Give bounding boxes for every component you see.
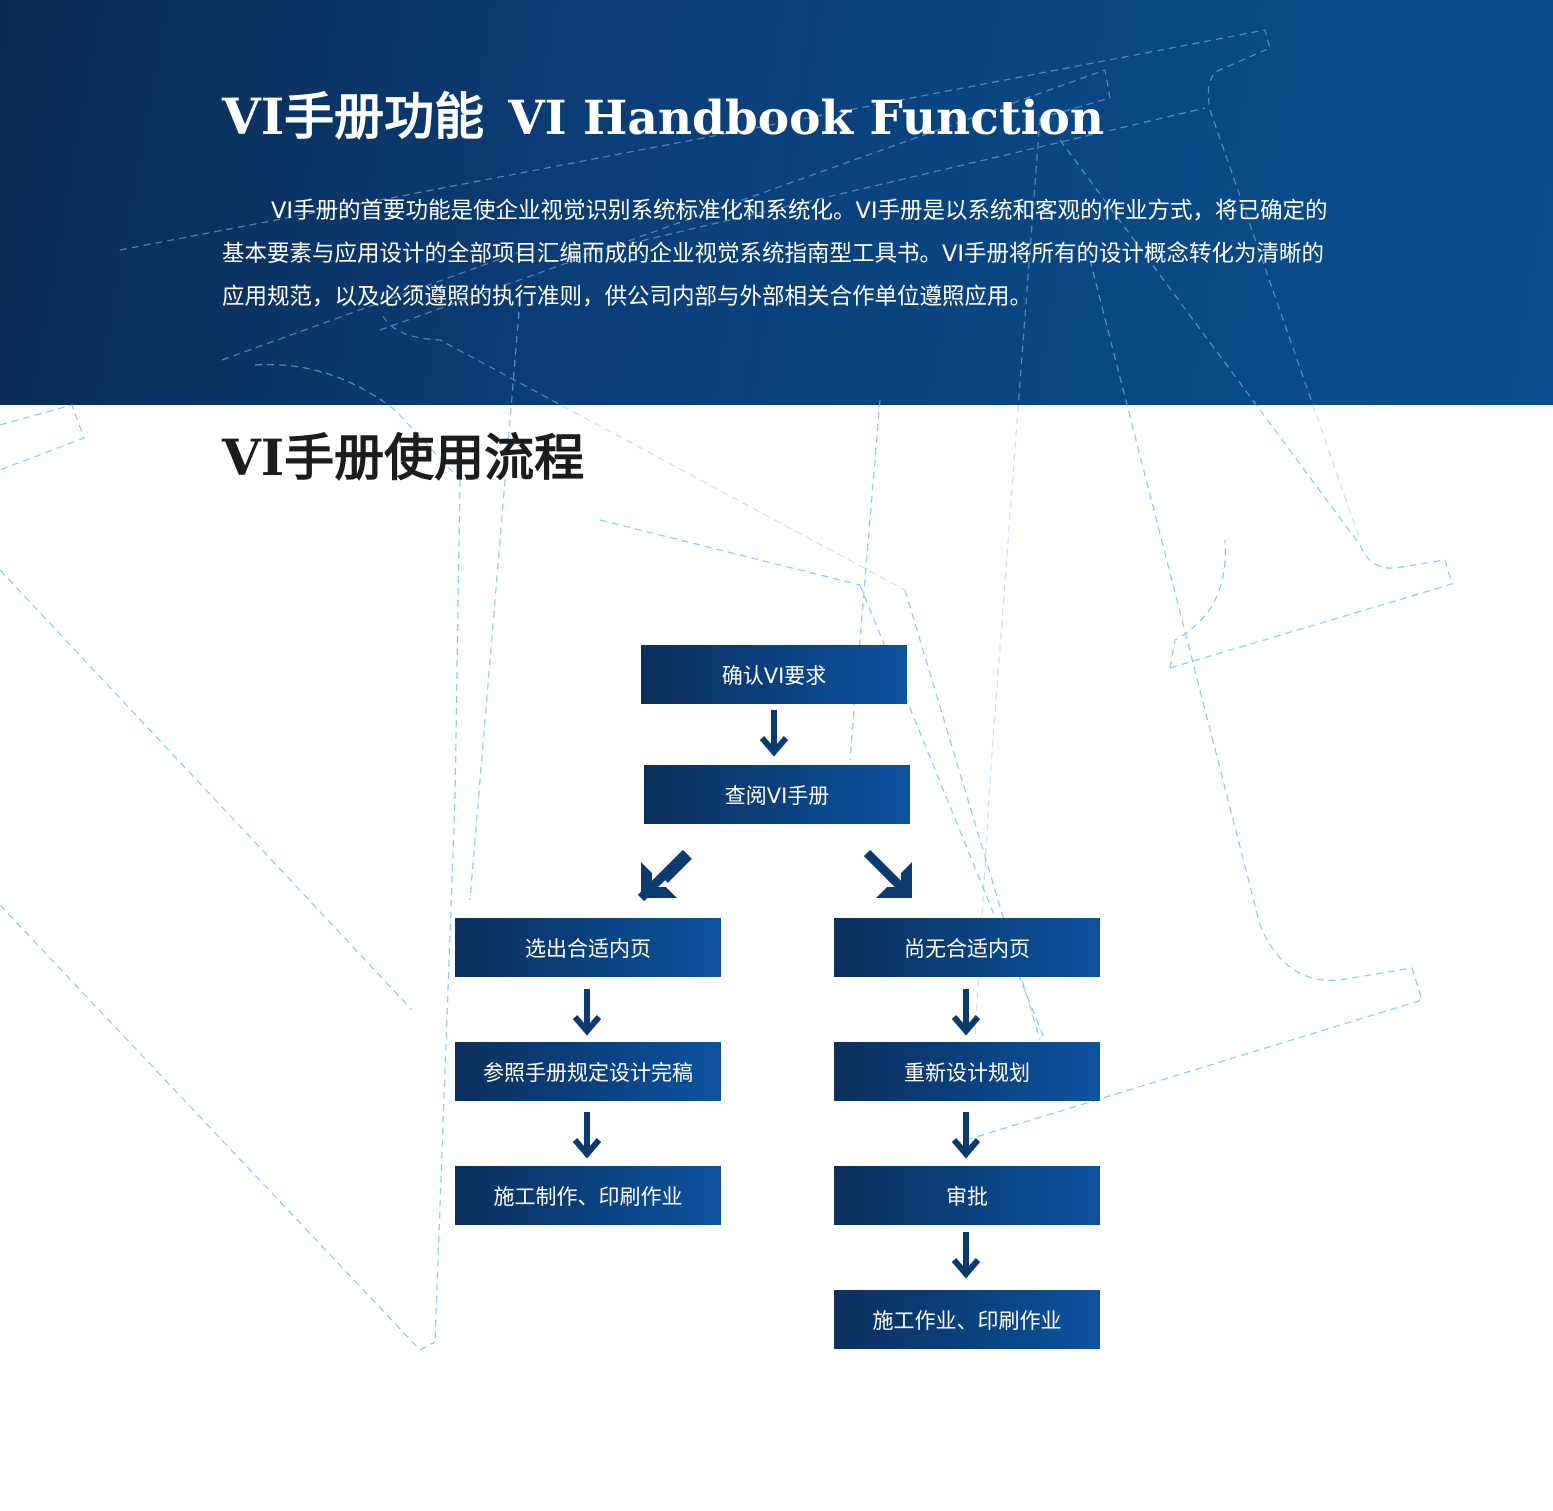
intro-paragraph: VI手册的首要功能是使企业视觉识别系统标准化和系统化。VI手册是以系统和客观的作…: [222, 198, 1328, 310]
arrow-down-right-icon: [863, 849, 912, 898]
arrow-down-icon: [575, 989, 599, 1031]
arrow-down-icon: [575, 1112, 599, 1154]
arrow-down-icon: [762, 710, 786, 752]
flow-left-step-2: 参照手册规定设计完稿: [455, 1042, 721, 1101]
flow-section-title: VI手册使用流程: [222, 428, 585, 487]
flow-step-confirm-requirements: 确认VI要求: [641, 645, 907, 704]
arrow-down-icon: [954, 1112, 978, 1154]
flow-left-step-1: 选出合适内页: [455, 918, 721, 977]
page-title: VI手册功能 VI Handbook Function: [222, 87, 1104, 146]
arrow-down-left-icon: [637, 849, 692, 902]
arrow-down-icon: [954, 1232, 978, 1274]
title-english: VI Handbook Function: [508, 91, 1104, 146]
flow-right-step-4: 施工作业、印刷作业: [834, 1290, 1100, 1349]
flow-step-review-handbook: 查阅VI手册: [644, 765, 910, 824]
title-chinese: VI手册功能: [222, 87, 485, 146]
flow-right-step-1: 尚无合适内页: [834, 918, 1100, 977]
flow-right-step-3: 审批: [834, 1166, 1100, 1225]
arrow-down-icon: [954, 989, 978, 1031]
flow-left-step-3: 施工制作、印刷作业: [455, 1166, 721, 1225]
flow-right-step-2: 重新设计规划: [834, 1042, 1100, 1101]
